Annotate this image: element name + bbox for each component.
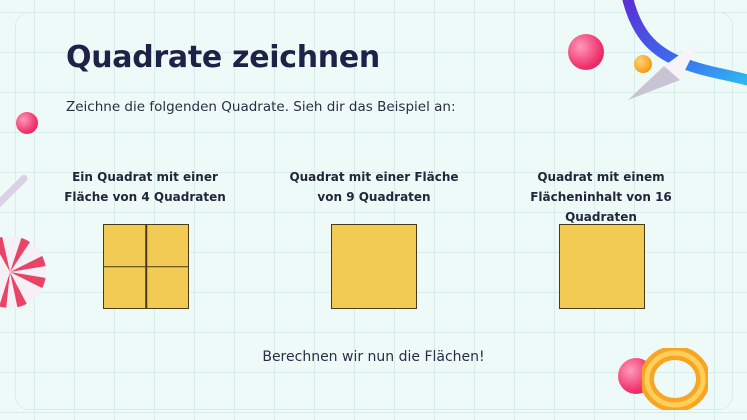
decor-paper-plane: [628, 40, 700, 100]
slide-frame: [15, 12, 733, 410]
task-label-1: Ein Quadrat mit einer Fläche von 4 Quadr…: [64, 170, 226, 204]
task-column-2: Quadrat mit einer Fläche von 9 Quadraten: [279, 167, 469, 309]
example-square-4: [103, 224, 189, 309]
task-label-2: Quadrat mit einer Fläche von 9 Quadraten: [289, 170, 459, 204]
page-title: Quadrate zeichnen: [66, 40, 380, 75]
decor-ring-orange: [642, 348, 708, 410]
task-label-3: Quadrat mit einem Flächeninhalt von 16 Q…: [530, 170, 672, 224]
decor-ball-pink-top: [568, 34, 604, 70]
decor-ball-orange: [634, 55, 652, 73]
decor-ball-pink-left: [16, 112, 38, 134]
task-column-3: Quadrat mit einem Flächeninhalt von 16 Q…: [506, 167, 696, 309]
footer-text: Berechnen wir nun die Flächen!: [262, 349, 485, 365]
answer-square-16[interactable]: [559, 224, 645, 309]
decor-striped-ball: [0, 236, 46, 308]
instruction-text: Zeichne die folgenden Quadrate. Sieh dir…: [66, 99, 456, 115]
answer-square-9[interactable]: [331, 224, 417, 309]
task-column-1: Ein Quadrat mit einer Fläche von 4 Quadr…: [50, 167, 240, 309]
grid-line-vertical: [145, 225, 147, 308]
